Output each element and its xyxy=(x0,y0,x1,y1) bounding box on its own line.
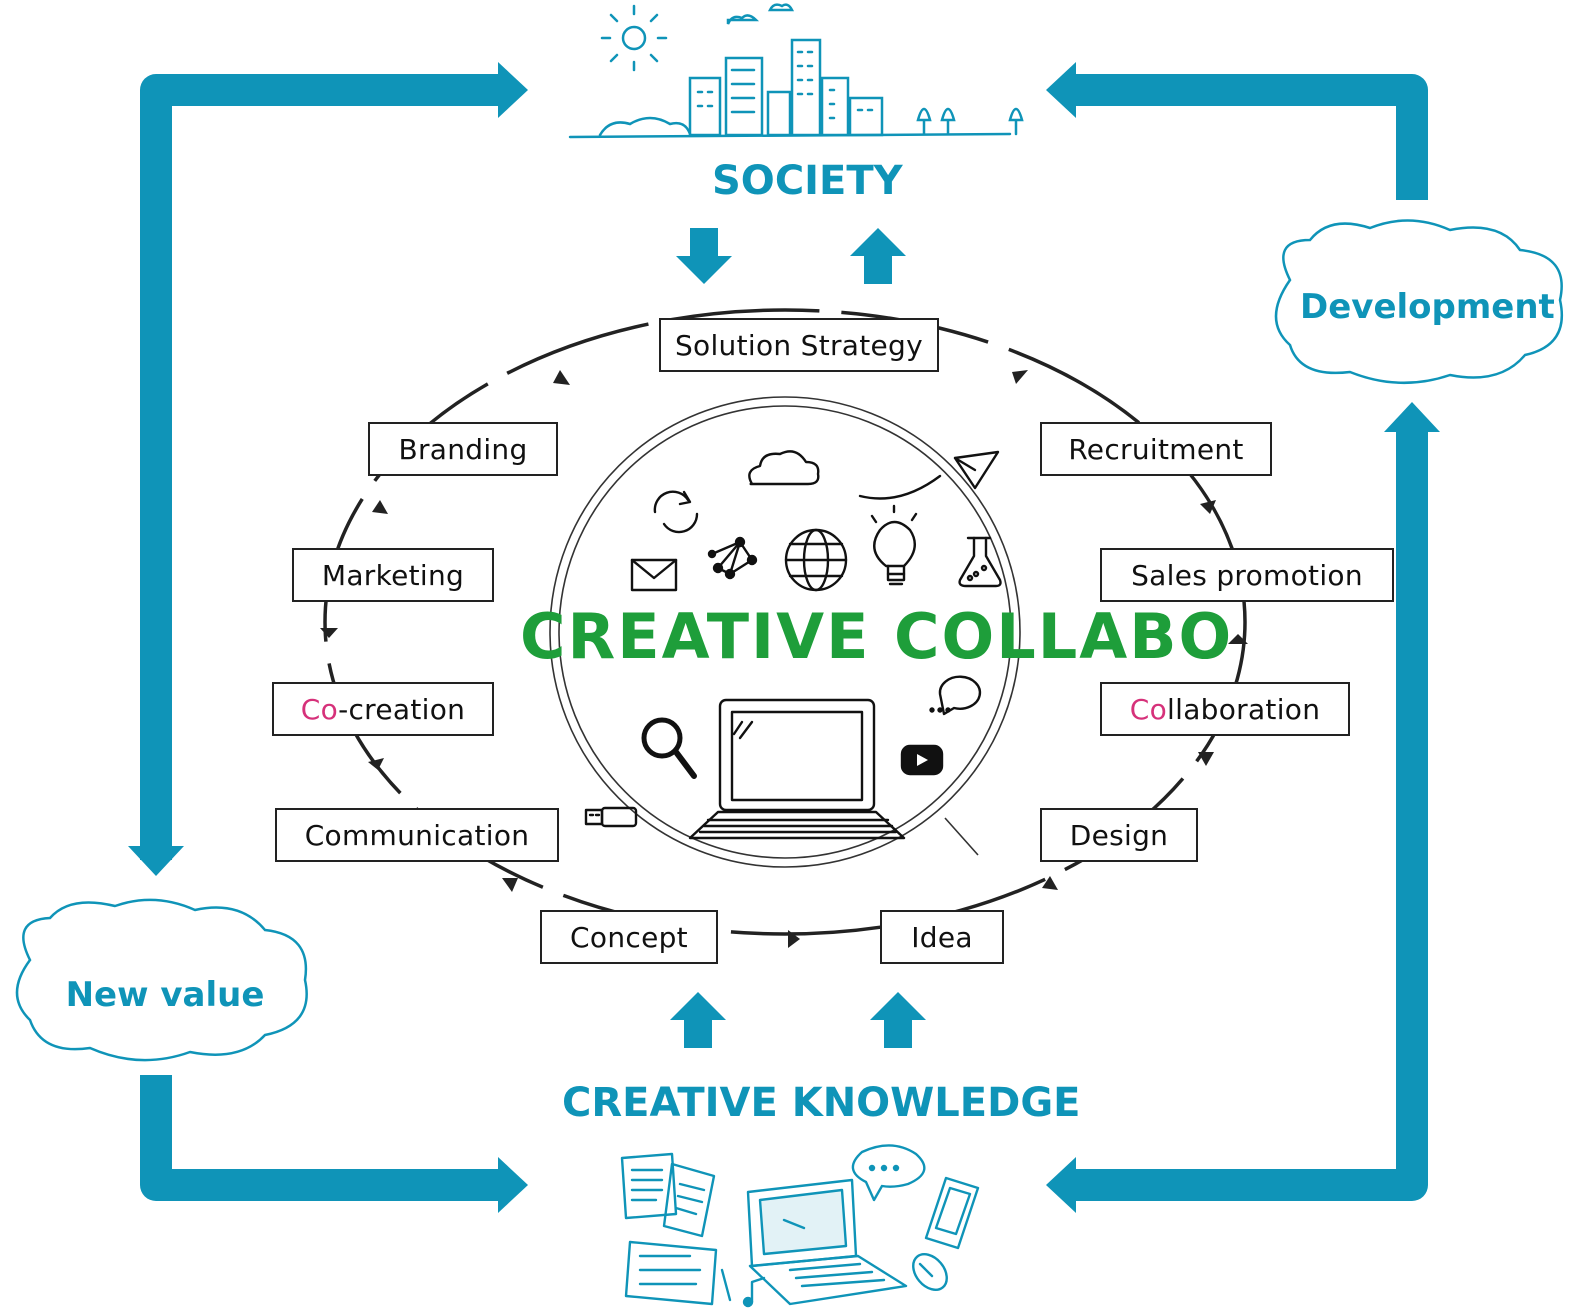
node-label: Concept xyxy=(570,920,688,954)
chat-bubble-icon xyxy=(929,675,982,716)
cloud-icon xyxy=(748,450,820,486)
node-label-highlight: Co xyxy=(300,692,339,726)
node-sales-promotion: Sales promotion xyxy=(1100,548,1394,602)
loop-left-bottom xyxy=(140,1075,500,1201)
node-marketing: Marketing xyxy=(292,548,494,602)
laptop-icon xyxy=(688,698,906,840)
arrowhead-left-to-society xyxy=(1046,62,1076,118)
city-skyline-icon xyxy=(568,38,1024,139)
node-label: Solution Strategy xyxy=(674,328,924,362)
node-recruitment: Recruitment xyxy=(1040,422,1272,476)
arrowhead-right-to-knowledge xyxy=(498,1157,528,1213)
loop-right-top xyxy=(1075,74,1428,200)
node-idea: Idea xyxy=(880,910,1004,964)
chat-bubble-blue-icon xyxy=(851,1144,926,1202)
envelope-icon xyxy=(630,558,678,592)
creative-collabo-title: CREATIVE COLLABO xyxy=(520,600,1234,673)
music-note-icon xyxy=(742,1276,766,1308)
node-label-rest: llaboration xyxy=(1167,692,1321,726)
mouse-icon xyxy=(912,1253,948,1291)
smartphone-icon xyxy=(924,1176,980,1250)
arrowhead-left-to-knowledge xyxy=(1046,1157,1076,1213)
block-arrow-up-left xyxy=(670,992,726,1048)
node-communication: Communication xyxy=(275,808,559,862)
node-solution-strategy: Solution Strategy xyxy=(659,318,939,372)
node-label-highlight: Co xyxy=(1129,692,1168,726)
node-concept: Concept xyxy=(540,910,718,964)
new-value-cloud xyxy=(15,898,308,1062)
lightbulb-icon xyxy=(870,504,918,586)
node-label: Branding xyxy=(398,432,528,466)
laptop-sketch-icon xyxy=(746,1178,908,1306)
loop-right-bottom xyxy=(1075,420,1428,1201)
node-label: Marketing xyxy=(321,558,465,592)
outer-arrowheads xyxy=(128,62,1440,1213)
new-value-label: New value xyxy=(65,975,265,1015)
node-design: Design xyxy=(1040,808,1198,862)
development-cloud xyxy=(1274,219,1564,385)
node-label: Sales promotion xyxy=(1131,558,1363,592)
outer-loop xyxy=(140,74,1428,1201)
documents-icon xyxy=(620,1152,716,1238)
usb-drive-icon xyxy=(584,806,638,828)
node-label: Communication xyxy=(304,818,530,852)
arrowhead-right-to-society xyxy=(498,62,528,118)
knowledge-devices xyxy=(620,1144,980,1308)
globe-icon xyxy=(784,528,848,592)
creative-knowledge-label: CREATIVE KNOWLEDGE xyxy=(562,1080,1081,1126)
development-label: Development xyxy=(1300,287,1555,327)
node-co-creation: Co-creation xyxy=(272,682,494,736)
network-icon xyxy=(707,536,758,580)
society-label: SOCIETY xyxy=(712,158,903,204)
process-ring xyxy=(323,308,1247,936)
block-arrow-up xyxy=(850,228,906,284)
block-arrow-up-right xyxy=(870,992,926,1048)
arrowhead-down-to-new-value xyxy=(128,846,184,876)
node-label: Idea xyxy=(911,920,973,954)
ring-arrow-markers xyxy=(320,370,1248,948)
video-play-icon xyxy=(900,744,944,776)
node-label-rest: -creation xyxy=(338,692,466,726)
block-arrow-down xyxy=(676,228,732,284)
tablet-icon xyxy=(624,1240,732,1306)
arrowhead-up-to-development xyxy=(1384,402,1440,432)
node-label: Recruitment xyxy=(1068,432,1244,466)
block-arrows xyxy=(670,228,926,1048)
sun-icon xyxy=(600,4,668,72)
refresh-icon xyxy=(653,490,699,534)
central-circle xyxy=(549,396,1021,868)
small-clouds xyxy=(726,3,795,25)
node-label: Design xyxy=(1069,818,1169,852)
paper-plane-icon xyxy=(858,450,1000,500)
node-branding: Branding xyxy=(368,422,558,476)
flask-icon xyxy=(958,536,1002,588)
magnifier-icon xyxy=(641,717,697,779)
loop-left-top xyxy=(140,74,500,860)
